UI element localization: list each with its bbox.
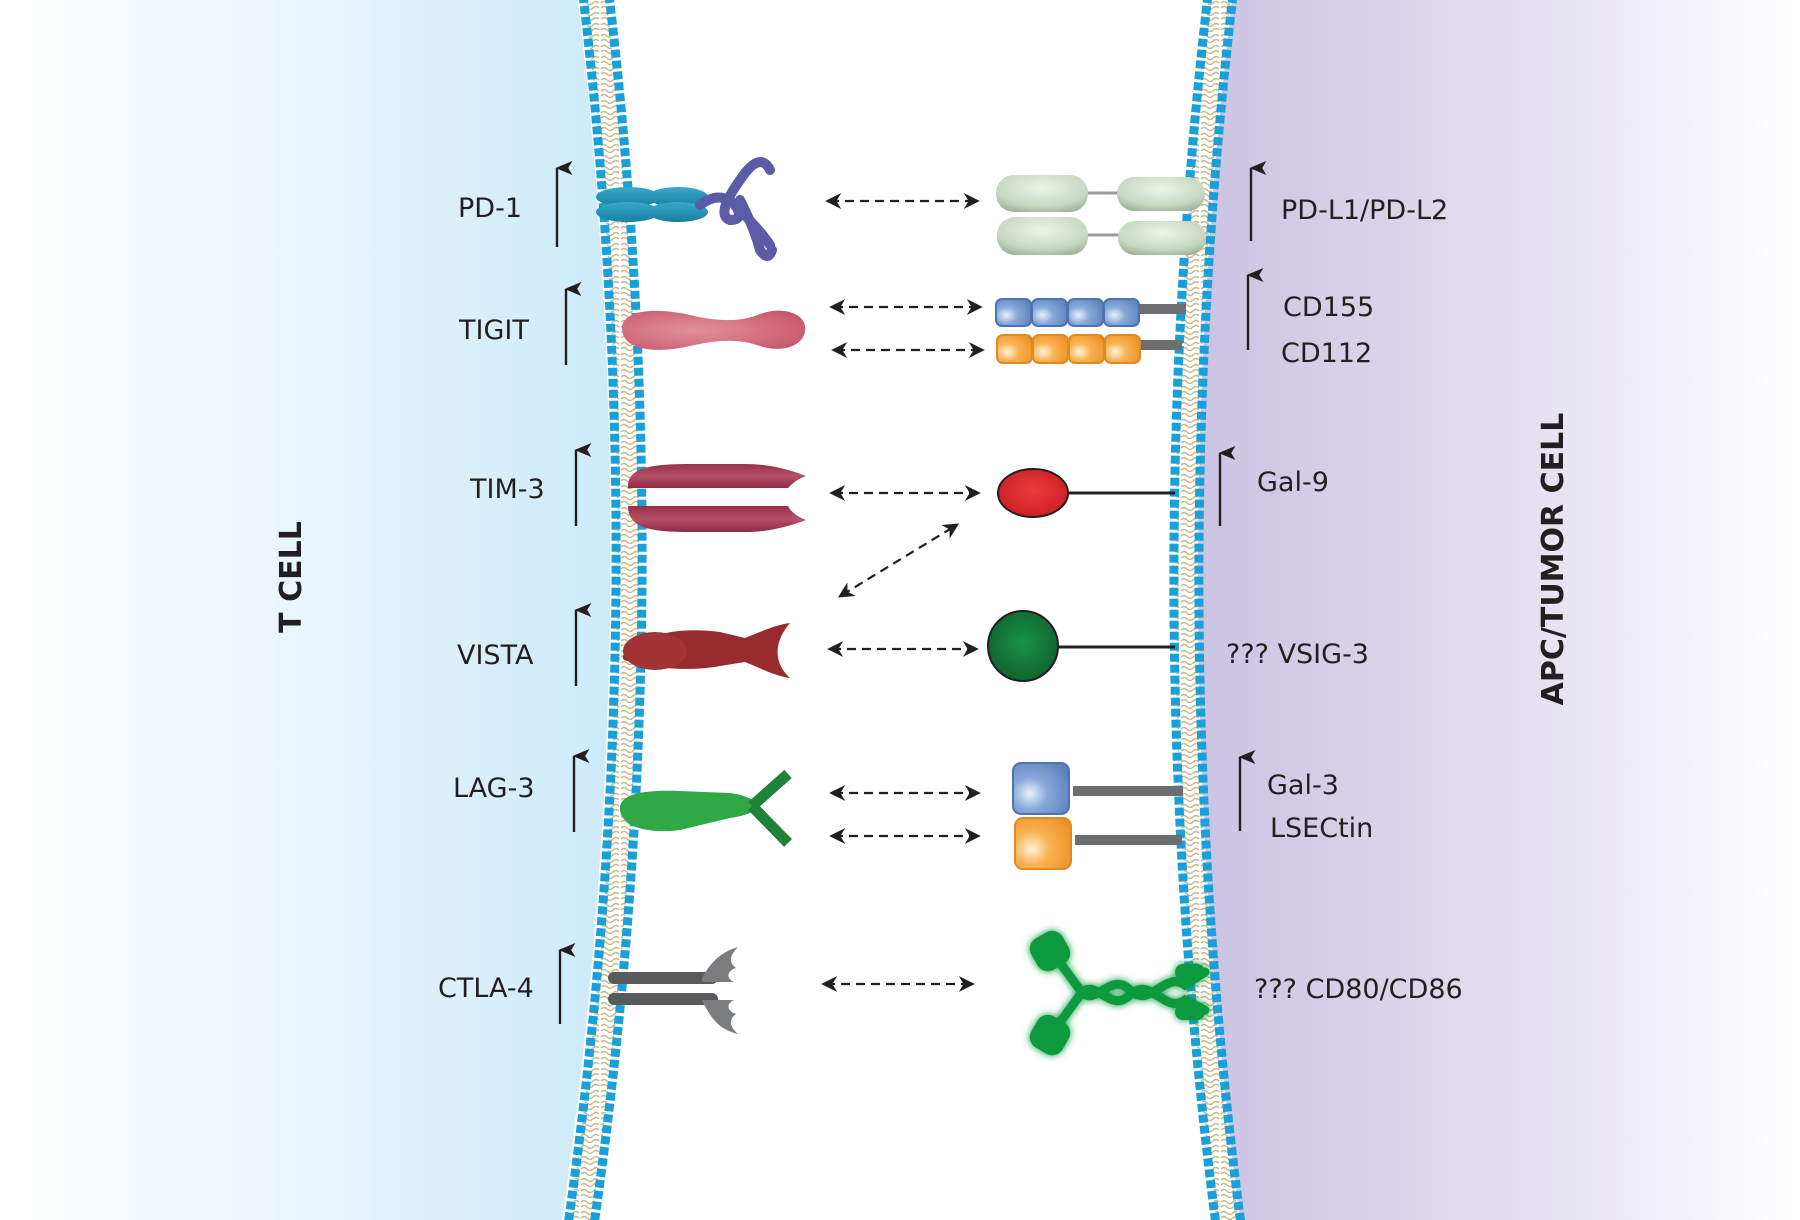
ligand-label-lsectin: LSECtin	[1270, 813, 1373, 844]
cd155-ligand-icon	[995, 298, 1186, 327]
receptor-label-pd1: PD-1	[458, 193, 522, 224]
ligand-label-cd155: CD155	[1283, 292, 1374, 323]
pd1-row: PD-1 PD-L1/PD-L2	[458, 157, 1448, 261]
vsig3-ligand-icon	[987, 610, 1175, 682]
t-cell-membrane	[564, 0, 647, 1220]
apc-cell-title: APC/TUMOR CELL	[1536, 413, 1571, 706]
lag3-row: LAG-3 Gal-3 LSECtin	[453, 749, 1373, 870]
ctla4-row: CTLA-4 ??? CD80/CD86	[438, 930, 1463, 1056]
ligand-label-pd-l1-pd-l2: PD-L1/PD-L2	[1281, 195, 1448, 226]
receptor-label-tigit: TIGIT	[458, 315, 529, 346]
tigit-receptor-icon	[621, 310, 806, 350]
vista-row: VISTA ??? VSIG-3	[457, 603, 1369, 686]
lsectin-ligand-icon	[1014, 817, 1182, 870]
lag3-receptor-icon	[619, 769, 792, 847]
t-cell-region	[0, 0, 611, 1220]
ligand-label-gal9: Gal-9	[1257, 467, 1329, 498]
tim3-row: TIM-3 Gal-9	[469, 443, 1329, 532]
vista-gal9-interaction-arrow	[837, 523, 960, 598]
pd1-receptor-icon	[596, 157, 777, 261]
ligand-label-vsig3: ??? VSIG-3	[1226, 639, 1369, 670]
ligand-label-cd112: CD112	[1281, 338, 1372, 369]
gal9-ligand-icon	[997, 468, 1175, 518]
cd80-cd86-ligand-icon	[1029, 930, 1210, 1056]
cd112-ligand-icon	[996, 334, 1182, 364]
ctla4-receptor-icon	[608, 947, 738, 1034]
receptor-label-ctla4: CTLA-4	[438, 973, 534, 1004]
tigit-row: TIGIT CD155 CD112	[458, 268, 1374, 369]
receptor-label-tim3: TIM-3	[469, 474, 545, 505]
apc-cell-region	[1197, 0, 1800, 1220]
ligand-label-cd80-cd86: ??? CD80/CD86	[1254, 974, 1463, 1005]
ligand-label-gal3: Gal-3	[1267, 770, 1339, 801]
pd-l1-pd-l2-ligand-icon	[996, 175, 1206, 255]
receptor-label-lag3: LAG-3	[453, 773, 535, 804]
gal3-ligand-icon	[1012, 762, 1183, 815]
receptor-label-vista: VISTA	[457, 640, 534, 671]
t-cell-title: T CELL	[274, 521, 309, 633]
tim3-receptor-icon	[628, 464, 806, 532]
